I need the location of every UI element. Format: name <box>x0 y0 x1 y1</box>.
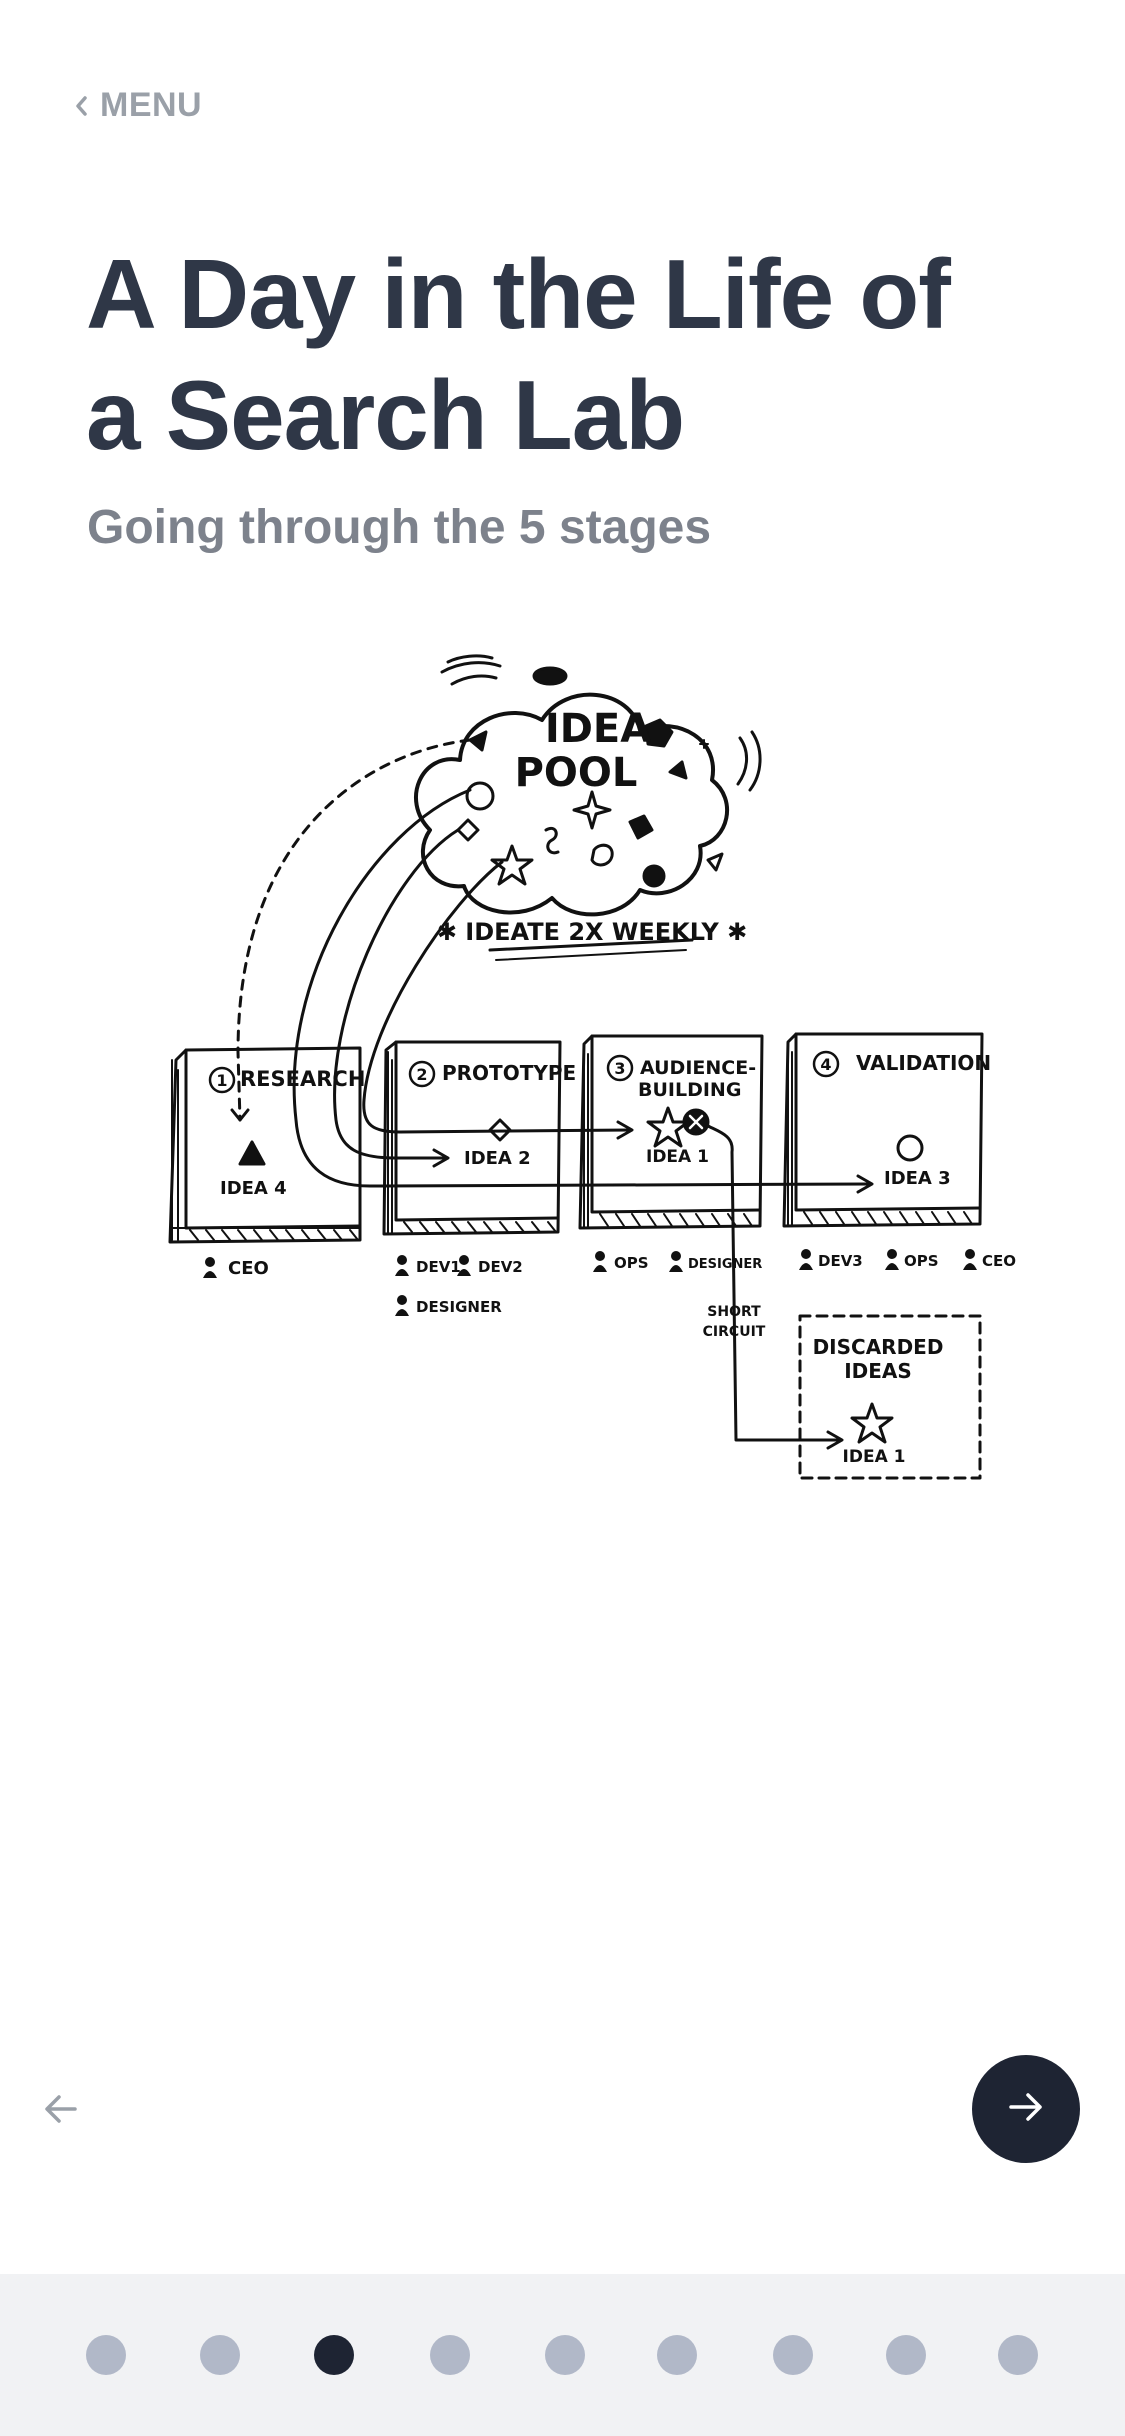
discarded-label-line-2: IDEAS <box>844 1359 912 1383</box>
dashed-flow-line <box>236 738 472 1122</box>
stage-name-prototype: PROTOTYPE <box>442 1061 576 1085</box>
stage-idea-audience: IDEA 1 <box>646 1147 709 1167</box>
page-dot-4[interactable] <box>430 2335 470 2375</box>
page-dot-5[interactable] <box>545 2335 585 2375</box>
short-circuit-line <box>706 1124 842 1442</box>
page-dot-6[interactable] <box>657 2335 697 2375</box>
page-subtitle: Going through the 5 stages <box>87 501 712 554</box>
discarded-idea-label: IDEA 1 <box>843 1447 906 1467</box>
stage-number-3: 3 <box>614 1059 625 1078</box>
people-validation-2: OPS <box>904 1252 939 1270</box>
stage-idea-research: IDEA 4 <box>220 1178 287 1199</box>
page-dot-1[interactable] <box>86 2335 126 2375</box>
stage-name-validation: VALIDATION <box>856 1051 991 1075</box>
idea-pool-label-line-2: POOL <box>515 750 638 796</box>
people-validation-1: DEV3 <box>818 1252 863 1270</box>
flow-line-to-prototype <box>333 828 460 1160</box>
page-dot-3[interactable] <box>314 2335 354 2375</box>
circle-icon <box>896 1134 924 1162</box>
short-circuit-line-2: CIRCUIT <box>703 1324 766 1340</box>
stage-idea-prototype: IDEA 2 <box>464 1148 531 1169</box>
short-circuit-line-1: SHORT <box>707 1304 761 1320</box>
page-dot-2[interactable] <box>200 2335 240 2375</box>
idea-pool-cloud <box>414 654 762 917</box>
menu-label: MENU <box>100 86 203 124</box>
page-indicator <box>0 2274 1125 2436</box>
stage-name-research: RESEARCH <box>240 1067 365 1091</box>
page-dot-9[interactable] <box>998 2335 1038 2375</box>
people-prototype-2: DEV2 <box>478 1258 523 1276</box>
stage-name-audience-line-2: BUILDING <box>638 1079 741 1101</box>
people-prototype-1: DEV1 <box>416 1258 461 1276</box>
discarded-ideas-box <box>798 1314 982 1480</box>
stage-box-validation <box>782 1032 984 1228</box>
chevron-left-icon <box>74 95 88 117</box>
star-icon <box>850 1402 894 1444</box>
diamond-icon <box>488 1118 512 1142</box>
arrow-left-icon <box>43 2093 79 2130</box>
page-dot-8[interactable] <box>886 2335 926 2375</box>
stage-idea-validation: IDEA 3 <box>884 1168 951 1189</box>
triangle-icon <box>238 1140 266 1166</box>
stage-box-prototype <box>382 1040 562 1236</box>
people-prototype-3: DESIGNER <box>416 1298 502 1316</box>
ideate-note: ✱ IDEATE 2X WEEKLY ✱ <box>437 918 747 946</box>
stage-number-2: 2 <box>416 1065 427 1084</box>
stage-number-4: 4 <box>820 1055 831 1074</box>
stage-number-1: 1 <box>216 1071 227 1090</box>
stage-box-research <box>168 1046 362 1244</box>
idea-pool-label-line-1: IDEA <box>545 706 651 752</box>
flow-line-to-validation <box>292 788 872 1188</box>
people-audience-1: OPS <box>614 1254 649 1272</box>
people-validation-3: CEO <box>982 1252 1016 1270</box>
people-research-1: CEO <box>228 1258 269 1279</box>
title-line-2: a Search Lab <box>86 360 685 470</box>
search-lab-stages-illustration: IDEA POOL ✱ IDEATE 2X WEEKLY ✱ 1 RESEARC… <box>168 654 1016 1480</box>
stage-name-audience-line-1: AUDIENCE- <box>640 1057 756 1079</box>
arrow-right-icon <box>1007 2091 1045 2128</box>
menu-back-link[interactable]: MENU <box>74 86 202 125</box>
page-dot-7[interactable] <box>773 2335 813 2375</box>
next-button[interactable] <box>972 2055 1080 2163</box>
flow-line-to-audience <box>362 860 632 1134</box>
page-title: A Day in the Life of a Search Lab <box>86 234 1066 476</box>
discarded-label-line-1: DISCARDED <box>813 1335 944 1359</box>
people-audience-2: DESIGNER <box>688 1257 762 1272</box>
title-line-1: A Day in the Life of <box>86 239 951 349</box>
previous-button[interactable] <box>36 2086 86 2136</box>
star-icon <box>646 1106 690 1148</box>
